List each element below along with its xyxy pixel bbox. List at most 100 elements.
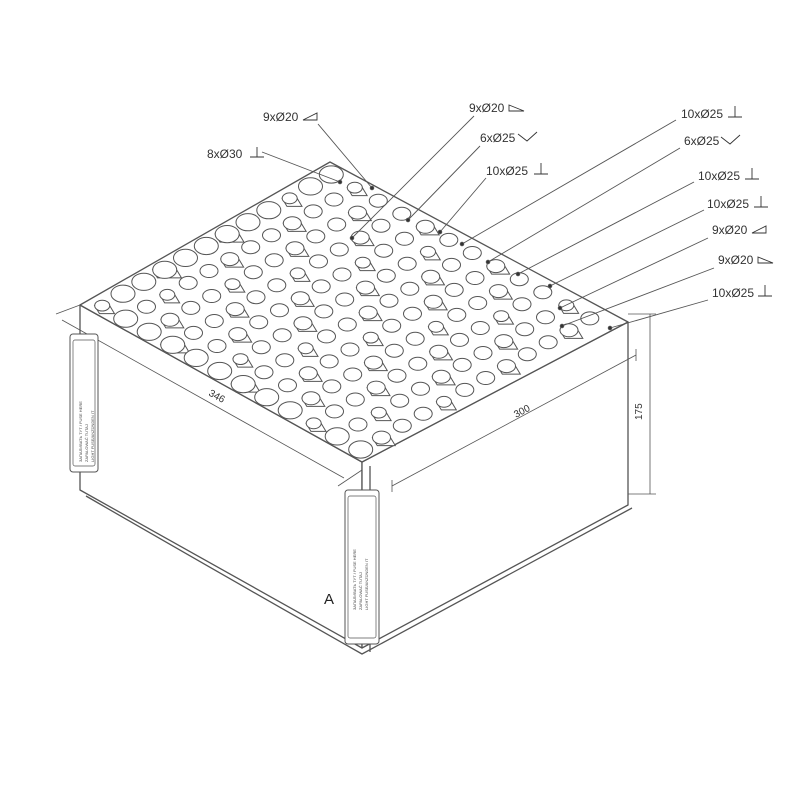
tube-opening <box>254 388 280 407</box>
tube-opening <box>228 327 248 342</box>
tube-opening <box>515 322 535 337</box>
tube-opening <box>324 427 350 446</box>
leader-arrowhead <box>485 259 491 265</box>
tube-opening <box>343 367 363 382</box>
tube-opening <box>232 353 249 366</box>
tube-opening <box>181 300 201 315</box>
leader-arrowhead <box>459 241 465 247</box>
leader-line <box>517 181 695 275</box>
tube-opening <box>423 294 443 309</box>
tube-opening <box>267 278 287 293</box>
tube-opening <box>493 310 510 323</box>
tube-opening <box>136 322 162 341</box>
tube-opening <box>305 417 322 430</box>
tube-opening <box>303 204 323 219</box>
tube-opening <box>538 335 558 350</box>
svg-text:9xØ20: 9xØ20 <box>712 223 748 237</box>
leader-line <box>317 123 373 189</box>
tube-opening <box>356 280 375 295</box>
tube-opening <box>358 305 378 320</box>
svg-text:9xØ20: 9xØ20 <box>263 110 299 124</box>
leader-arrowhead <box>349 235 355 241</box>
tube-opening <box>272 328 292 343</box>
tube-opening <box>131 272 157 291</box>
leader-line <box>461 119 677 245</box>
tube-opening <box>436 395 452 408</box>
fuse-text-corner-3: LIGHT FUSE/ANZÜNDEN IT <box>364 558 369 610</box>
tube-opening <box>214 225 240 244</box>
tube-opening <box>372 430 391 445</box>
tube-opening <box>580 311 600 326</box>
leader-arrowhead <box>557 305 563 311</box>
tube-opening <box>319 354 339 369</box>
tube-opening <box>298 177 323 196</box>
tube-opening <box>241 240 261 255</box>
tube-opening <box>249 315 269 330</box>
tube-opening <box>207 361 233 381</box>
angle-left-icon <box>751 225 767 234</box>
fuse-text-left-2: ZAPALOWAĆ TUTAJ <box>84 424 89 462</box>
tube-opening <box>428 320 444 333</box>
tube-opening <box>309 254 328 269</box>
tube-opening <box>533 285 553 300</box>
tube-opening <box>314 304 334 319</box>
leader-arrowhead <box>547 283 553 289</box>
leader-line <box>561 267 715 327</box>
tube-opening <box>224 278 241 291</box>
tube-opening <box>173 248 198 267</box>
tube-opening <box>431 369 451 384</box>
tube-opening <box>184 325 203 340</box>
tube-opening <box>256 201 282 220</box>
tube-opening <box>429 344 449 359</box>
tube-opening <box>374 243 394 258</box>
perpendicular-icon <box>534 163 548 175</box>
tube-opening <box>230 375 256 394</box>
tube-opening <box>160 335 186 354</box>
tube-opening <box>301 391 321 406</box>
tube-opening <box>405 331 425 346</box>
tube-opening <box>494 334 514 349</box>
tube-opening <box>468 296 488 310</box>
tube-opening <box>289 267 306 280</box>
v-shape-icon <box>517 131 538 142</box>
fuse-text-corner-1: ЗАПАЛИВАТЬ ТУТ / FUSE HERE <box>352 549 357 610</box>
tube-opening <box>159 288 176 301</box>
tube-opening <box>311 279 331 294</box>
callout-2: 8xØ30 <box>207 147 264 161</box>
tube-opening <box>364 355 383 370</box>
tube-opening <box>335 292 355 307</box>
tube-opening <box>183 348 209 367</box>
tube-opening <box>306 229 326 244</box>
tube-opening <box>470 321 490 335</box>
svg-text:6xØ25: 6xØ25 <box>684 134 720 148</box>
tube-opening <box>387 368 407 383</box>
tube-opening <box>329 242 349 257</box>
tube-opening <box>246 290 266 305</box>
leader-arrowhead <box>337 179 343 185</box>
dimension-lines <box>55 304 656 495</box>
callout-6: 10xØ25 <box>681 106 742 121</box>
svg-text:10xØ25: 10xØ25 <box>712 286 754 300</box>
callout-12: 10xØ25 <box>712 285 772 300</box>
tube-opening <box>346 181 363 194</box>
callout-5: 10xØ25 <box>486 163 548 178</box>
leader-arrowhead <box>515 271 521 277</box>
tube-opening <box>202 289 222 303</box>
tube-opening <box>225 302 245 317</box>
v-shape-icon <box>720 134 741 145</box>
tube-opening <box>199 264 219 278</box>
leader-arrowhead <box>369 185 375 191</box>
callout-4: 6xØ25 <box>480 131 538 145</box>
tube-opening <box>251 340 271 355</box>
leader-line <box>407 145 481 221</box>
callout-1: 9xØ20 <box>263 110 318 124</box>
svg-text:8xØ30: 8xØ30 <box>207 147 243 161</box>
angle-right-icon <box>508 104 525 112</box>
perpendicular-icon <box>745 168 759 180</box>
tube-opening <box>204 314 224 328</box>
tube-opening <box>536 310 555 325</box>
svg-text:10xØ25: 10xØ25 <box>698 169 740 183</box>
tube-opening <box>486 259 506 274</box>
callout-7: 6xØ25 <box>684 134 741 148</box>
